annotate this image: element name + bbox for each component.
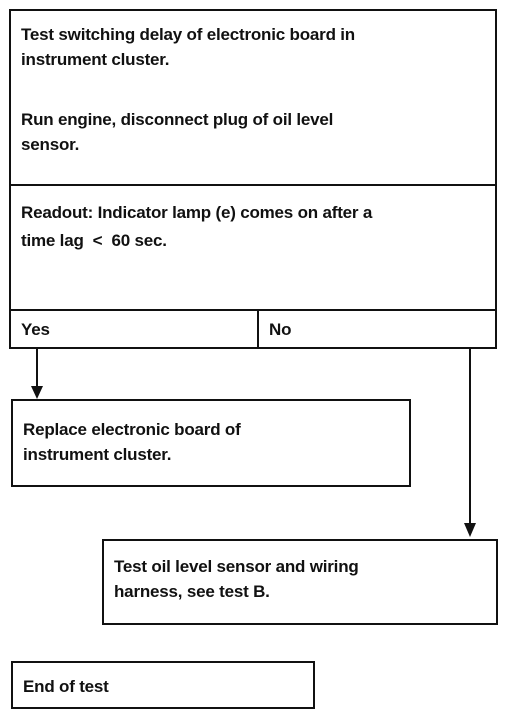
readout-line-1: Readout: Indicator lamp (e) comes on aft… [21,203,373,222]
end-of-test-label: End of test [23,677,109,696]
replace-board-line-2: instrument cluster. [23,445,172,464]
readout-box: Readout: Indicator lamp (e) comes on aft… [9,184,497,311]
yes-arrow-head [31,386,43,399]
no-arrow-head [464,523,476,537]
yes-branch-cell: Yes [9,309,259,349]
test-sensor-line-1: Test oil level sensor and wiring [114,557,359,576]
replace-board-line-1: Replace electronic board of [23,420,241,439]
test-step-line-3: Run engine, disconnect plug of oil level [21,110,334,129]
test-step-line-4: sensor. [21,135,80,154]
test-step-line-2: instrument cluster. [21,50,170,69]
replace-board-box: Replace electronic board of instrument c… [11,399,411,487]
test-step-box: Test switching delay of electronic board… [9,9,497,186]
end-of-test-box: End of test [11,661,315,709]
no-label: No [269,320,292,339]
readout-line-2: time lag < 60 sec. [21,231,167,250]
no-branch-cell: No [257,309,497,349]
yes-label: Yes [21,320,50,339]
test-step-line-1: Test switching delay of electronic board… [21,25,355,44]
test-sensor-box: Test oil level sensor and wiring harness… [102,539,498,625]
test-sensor-line-2: harness, see test B. [114,582,270,601]
